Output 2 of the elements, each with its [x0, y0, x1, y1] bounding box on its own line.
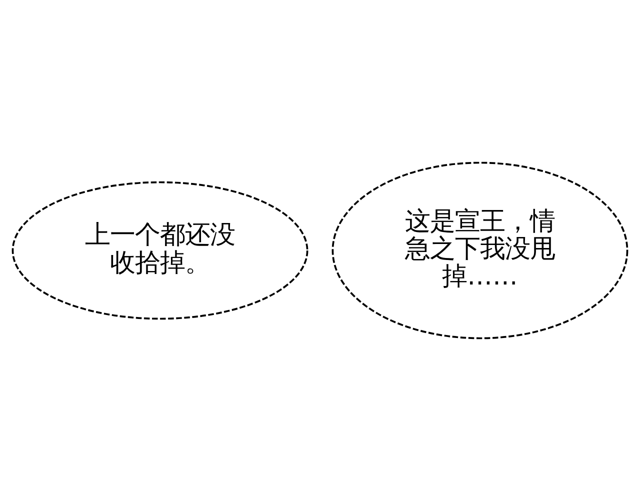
node-ellipse: 这是宣王，情急之下我没甩掉…… — [332, 161, 628, 339]
node-ellipse: 上一个都还没收拾掉。 — [12, 180, 308, 320]
